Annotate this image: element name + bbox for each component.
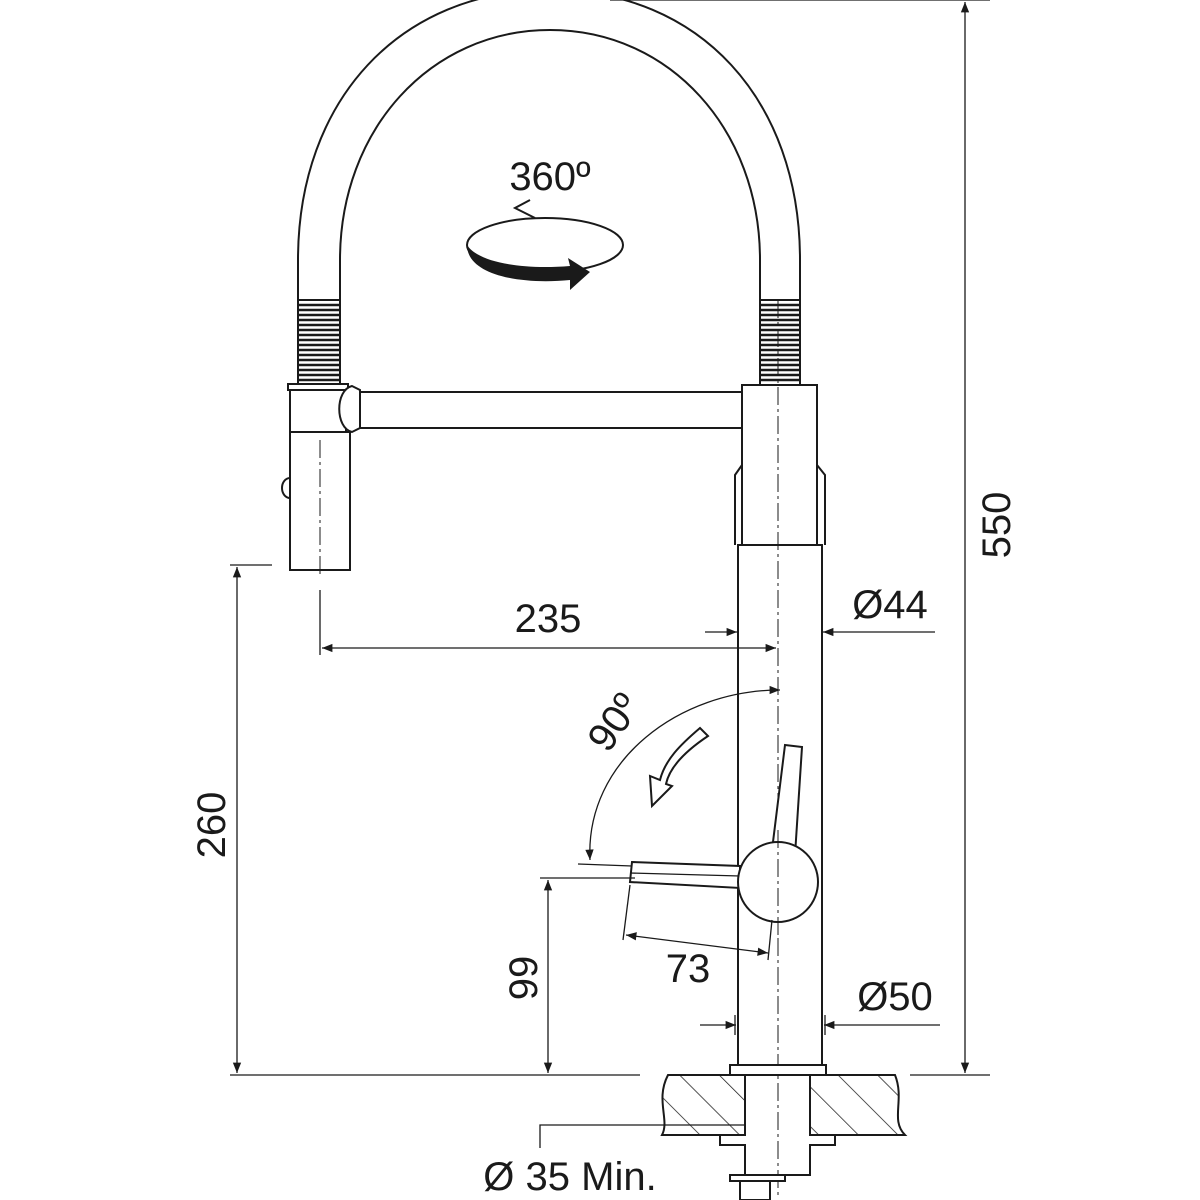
dim-235 [319,590,776,655]
dim-99-label: 99 [502,956,546,1001]
dim-73-label: 73 [666,947,711,991]
dim-550-label: 550 [975,492,1019,559]
lever-rotation-arc [585,685,781,861]
dim-hole-35-label: Ø 35 Min. [483,1155,656,1199]
dim-diameter-50-label: Ø50 [857,975,933,1019]
lever [628,743,819,935]
dim-diameter-50 [700,1015,940,1035]
spring-right [759,299,801,386]
dim-235-label: 235 [515,597,582,641]
dim-73 [622,884,773,961]
dim-hole-35 [539,1124,745,1148]
spring-left [297,299,341,386]
lever-direction-arrow [648,726,710,809]
lever-rotation-label: 90º [579,685,649,759]
rotation-360-label: 360º [509,155,591,199]
horizontal-bar [338,384,746,434]
faucet-body [734,300,826,1195]
dim-550 [610,0,990,1076]
dim-260-label: 260 [190,792,234,859]
spout-arch [297,0,801,300]
dim-diameter-44-label: Ø44 [852,583,928,627]
rotation-360-icon [466,199,624,290]
countertop-section [660,1064,908,1200]
dim-260 [230,564,640,1076]
dim-99 [540,877,635,1074]
